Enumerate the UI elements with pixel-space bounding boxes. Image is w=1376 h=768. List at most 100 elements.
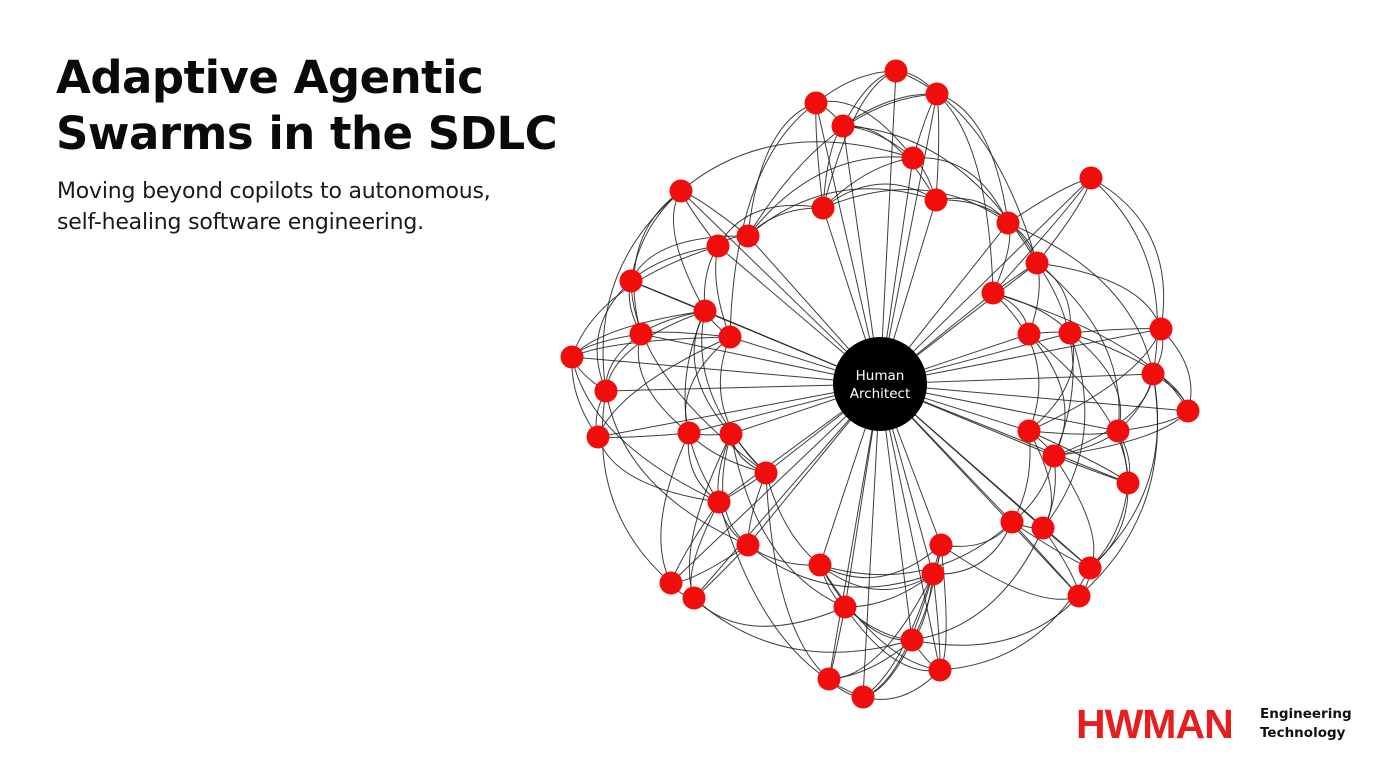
agent-node xyxy=(804,91,828,115)
agent-node xyxy=(831,114,855,138)
agent-link xyxy=(819,564,941,671)
agent-link xyxy=(1042,332,1086,529)
agent-node xyxy=(1017,322,1041,346)
agent-link xyxy=(1053,373,1154,457)
hub-circle xyxy=(833,337,927,431)
agent-link xyxy=(597,432,690,438)
agent-node xyxy=(1079,166,1103,190)
agent-link xyxy=(660,432,690,584)
agent-link xyxy=(1089,482,1129,569)
agent-node xyxy=(754,461,778,485)
hub-node: Human Architect xyxy=(833,337,927,431)
agent-node xyxy=(1031,516,1055,540)
agent-node xyxy=(629,322,653,346)
agent-link xyxy=(605,390,749,546)
agent-node xyxy=(560,345,584,369)
agent-link xyxy=(828,639,913,680)
agent-link xyxy=(1007,177,1092,224)
agent-node xyxy=(833,595,857,619)
agent-node xyxy=(586,425,610,449)
agent-node xyxy=(1116,471,1140,495)
slide-title-line-1: Adaptive Agentic xyxy=(56,51,484,104)
agent-node xyxy=(1176,399,1200,423)
agent-link xyxy=(828,573,934,680)
agent-node xyxy=(719,422,743,446)
hub-spoke-link xyxy=(597,383,881,438)
agent-node xyxy=(981,281,1005,305)
agent-node xyxy=(659,571,683,595)
agent-link xyxy=(633,190,682,335)
agent-link xyxy=(729,102,817,338)
agent-link xyxy=(819,544,942,579)
hub-label-line-2: Architect xyxy=(850,386,911,402)
agent-link xyxy=(1028,430,1052,529)
agent-link xyxy=(940,544,1080,600)
agent-node xyxy=(594,379,618,403)
agent-link xyxy=(935,199,1038,264)
agent-link xyxy=(936,93,1009,224)
agent-link xyxy=(1089,430,1129,569)
agent-link xyxy=(630,235,749,282)
agent-link xyxy=(822,189,1009,224)
agent-node xyxy=(619,269,643,293)
agent-link xyxy=(819,564,934,591)
hub-label-line-1: Human xyxy=(856,368,905,384)
agent-link xyxy=(596,280,632,392)
hub-spoke-link xyxy=(879,383,1080,597)
slide-subtitle: Moving beyond copilots to autonomous, se… xyxy=(57,176,577,238)
agent-link xyxy=(571,356,720,503)
agent-link xyxy=(630,280,767,474)
agent-link xyxy=(1011,455,1055,523)
agent-link xyxy=(693,597,846,627)
agent-link xyxy=(862,669,941,700)
agent-link xyxy=(640,331,731,338)
agent-link xyxy=(747,544,934,588)
agent-node xyxy=(669,179,693,203)
agent-node xyxy=(851,685,875,709)
agent-node xyxy=(1000,510,1024,534)
hub-spoke-link xyxy=(879,383,1189,412)
agent-node xyxy=(924,188,948,212)
agent-node xyxy=(707,490,731,514)
agent-link xyxy=(819,564,913,641)
agent-node xyxy=(1149,317,1173,341)
agent-link xyxy=(819,521,1013,576)
agent-link xyxy=(747,102,817,237)
hub-spoke-link xyxy=(879,328,1162,385)
agent-link xyxy=(693,597,913,653)
brand-wordmark: HWMAN xyxy=(1076,701,1234,747)
agent-link xyxy=(1069,332,1122,432)
agent-node xyxy=(693,299,717,323)
agent-link xyxy=(680,190,749,237)
brand-tagline-line-1: Engineering xyxy=(1260,706,1352,722)
agent-link xyxy=(715,245,731,338)
agent-node xyxy=(1078,556,1102,580)
agent-node xyxy=(1067,584,1091,608)
hub-spoke-link xyxy=(879,383,941,671)
agent-link xyxy=(842,93,938,127)
agent-link xyxy=(765,472,830,680)
agent-link xyxy=(601,390,672,584)
agent-link xyxy=(822,70,897,209)
agent-node xyxy=(677,421,701,445)
agent-link xyxy=(701,310,767,474)
hub-spoke-link xyxy=(670,383,881,584)
hub-spoke-link xyxy=(828,383,881,680)
agent-node xyxy=(1017,419,1041,443)
agent-link xyxy=(1028,328,1162,432)
agent-link xyxy=(936,93,994,294)
agent-link xyxy=(680,141,914,192)
agent-node xyxy=(884,59,908,83)
hub-spoke-link xyxy=(571,356,881,385)
agent-link xyxy=(935,93,940,201)
brand-tagline: Engineering Technology xyxy=(1260,705,1352,743)
agent-link xyxy=(670,501,720,584)
agent-link xyxy=(822,157,914,209)
agent-link xyxy=(597,336,731,438)
agent-node xyxy=(900,628,924,652)
agent-node xyxy=(682,586,706,610)
hub-spoke-link xyxy=(879,70,897,385)
slide-title-line-2: Swarms in the SDLC xyxy=(56,107,558,160)
agent-link xyxy=(571,245,719,358)
agent-node xyxy=(817,667,841,691)
